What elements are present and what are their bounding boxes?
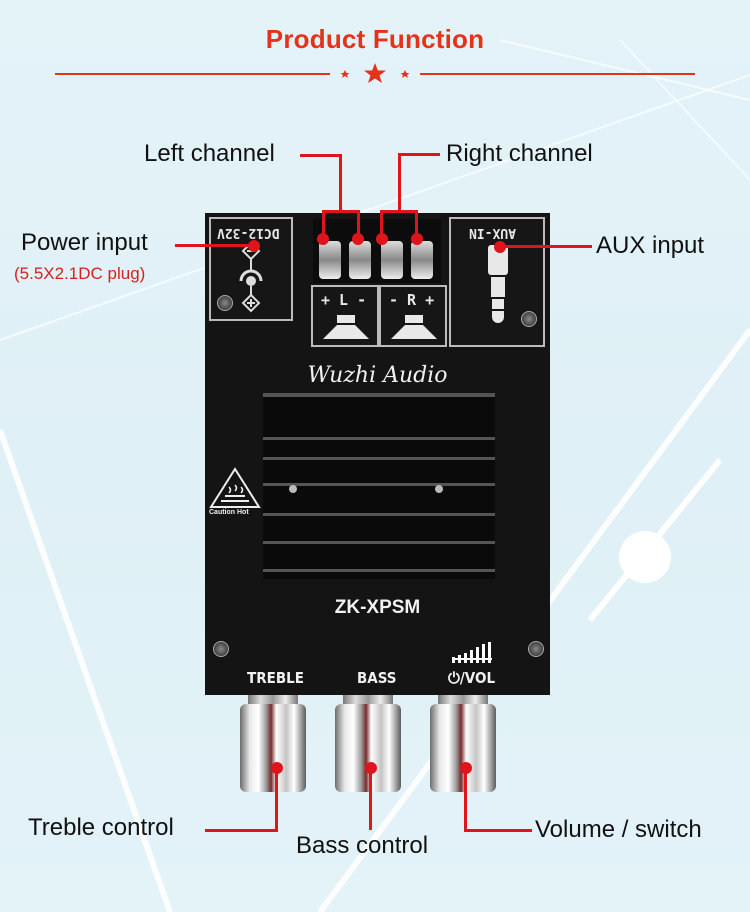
left-channel-label: Left channel xyxy=(144,140,275,167)
heatsink xyxy=(263,393,495,579)
treble-label: TREBLE xyxy=(247,669,304,687)
bass-knob[interactable] xyxy=(335,704,401,792)
right-speaker-panel: - R + xyxy=(379,285,447,347)
brand-logo: Wuzhi Audio xyxy=(307,363,448,388)
right-plus-marker xyxy=(411,233,423,245)
power-input-note: (5.5X2.1DC plug) xyxy=(14,264,146,283)
power-panel: DC12-32V xyxy=(209,217,293,321)
power-input-line xyxy=(175,244,255,247)
star-icon xyxy=(400,70,410,78)
star-icon xyxy=(364,63,386,83)
treble-control-line xyxy=(205,829,278,832)
volume-switch-label: Volume / switch xyxy=(535,816,702,843)
caution-label: Caution Hot xyxy=(209,509,249,516)
speaker-icon xyxy=(391,315,437,339)
right-channel-line xyxy=(398,153,440,156)
screw-icon xyxy=(213,641,229,657)
screw-icon xyxy=(435,485,443,493)
aux-label: AUX-IN xyxy=(469,225,516,240)
model-label: ZK-XPSM xyxy=(334,597,421,618)
amplifier-board: DC12-32V + L - - R + xyxy=(205,213,550,695)
page-title: Product Function xyxy=(265,24,485,54)
left-speaker-panel: + L - xyxy=(311,285,379,347)
screw-icon xyxy=(217,295,233,311)
left-plus-marker xyxy=(317,233,329,245)
right-minus-marker xyxy=(376,233,388,245)
bass-label: BASS xyxy=(357,669,397,687)
volume-control-line xyxy=(464,829,532,832)
treble-knob[interactable] xyxy=(240,704,306,792)
terminal-screw-l-plus xyxy=(319,241,341,279)
title-divider xyxy=(55,63,695,83)
aux-input-line xyxy=(500,245,592,248)
caution-hot-icon xyxy=(209,467,261,508)
right-channel-label: Right channel xyxy=(446,140,593,167)
audio-jack-icon xyxy=(488,245,508,323)
left-speaker-label: + L - xyxy=(321,291,367,309)
terminal-screw-r-minus xyxy=(381,241,403,279)
volume-level-icon xyxy=(452,642,492,663)
aux-input-label: AUX input xyxy=(596,232,705,259)
treble-control-label: Treble control xyxy=(28,814,174,841)
speaker-terminal-block xyxy=(313,219,441,283)
volume-knob[interactable] xyxy=(430,704,496,792)
aux-panel: AUX-IN xyxy=(449,217,545,347)
aux-input-marker xyxy=(494,241,506,253)
left-minus-marker xyxy=(352,233,364,245)
left-channel-line xyxy=(300,154,340,157)
star-icon xyxy=(340,70,350,78)
bass-control-line xyxy=(369,768,372,830)
dc-jack-icon xyxy=(239,241,263,313)
screw-icon xyxy=(289,485,297,493)
screw-icon xyxy=(528,641,544,657)
volume-label: ⏻/VOL xyxy=(448,669,496,687)
speaker-icon xyxy=(323,315,369,339)
terminal-screw-l-minus xyxy=(349,241,371,279)
right-speaker-label: - R + xyxy=(389,291,435,309)
power-input-label: Power input xyxy=(21,229,148,256)
bass-control-label: Bass control xyxy=(296,832,429,859)
power-input-marker xyxy=(248,240,260,252)
screw-icon xyxy=(521,311,537,327)
terminal-screw-r-plus xyxy=(411,241,433,279)
power-label: DC12-32V xyxy=(217,225,280,240)
